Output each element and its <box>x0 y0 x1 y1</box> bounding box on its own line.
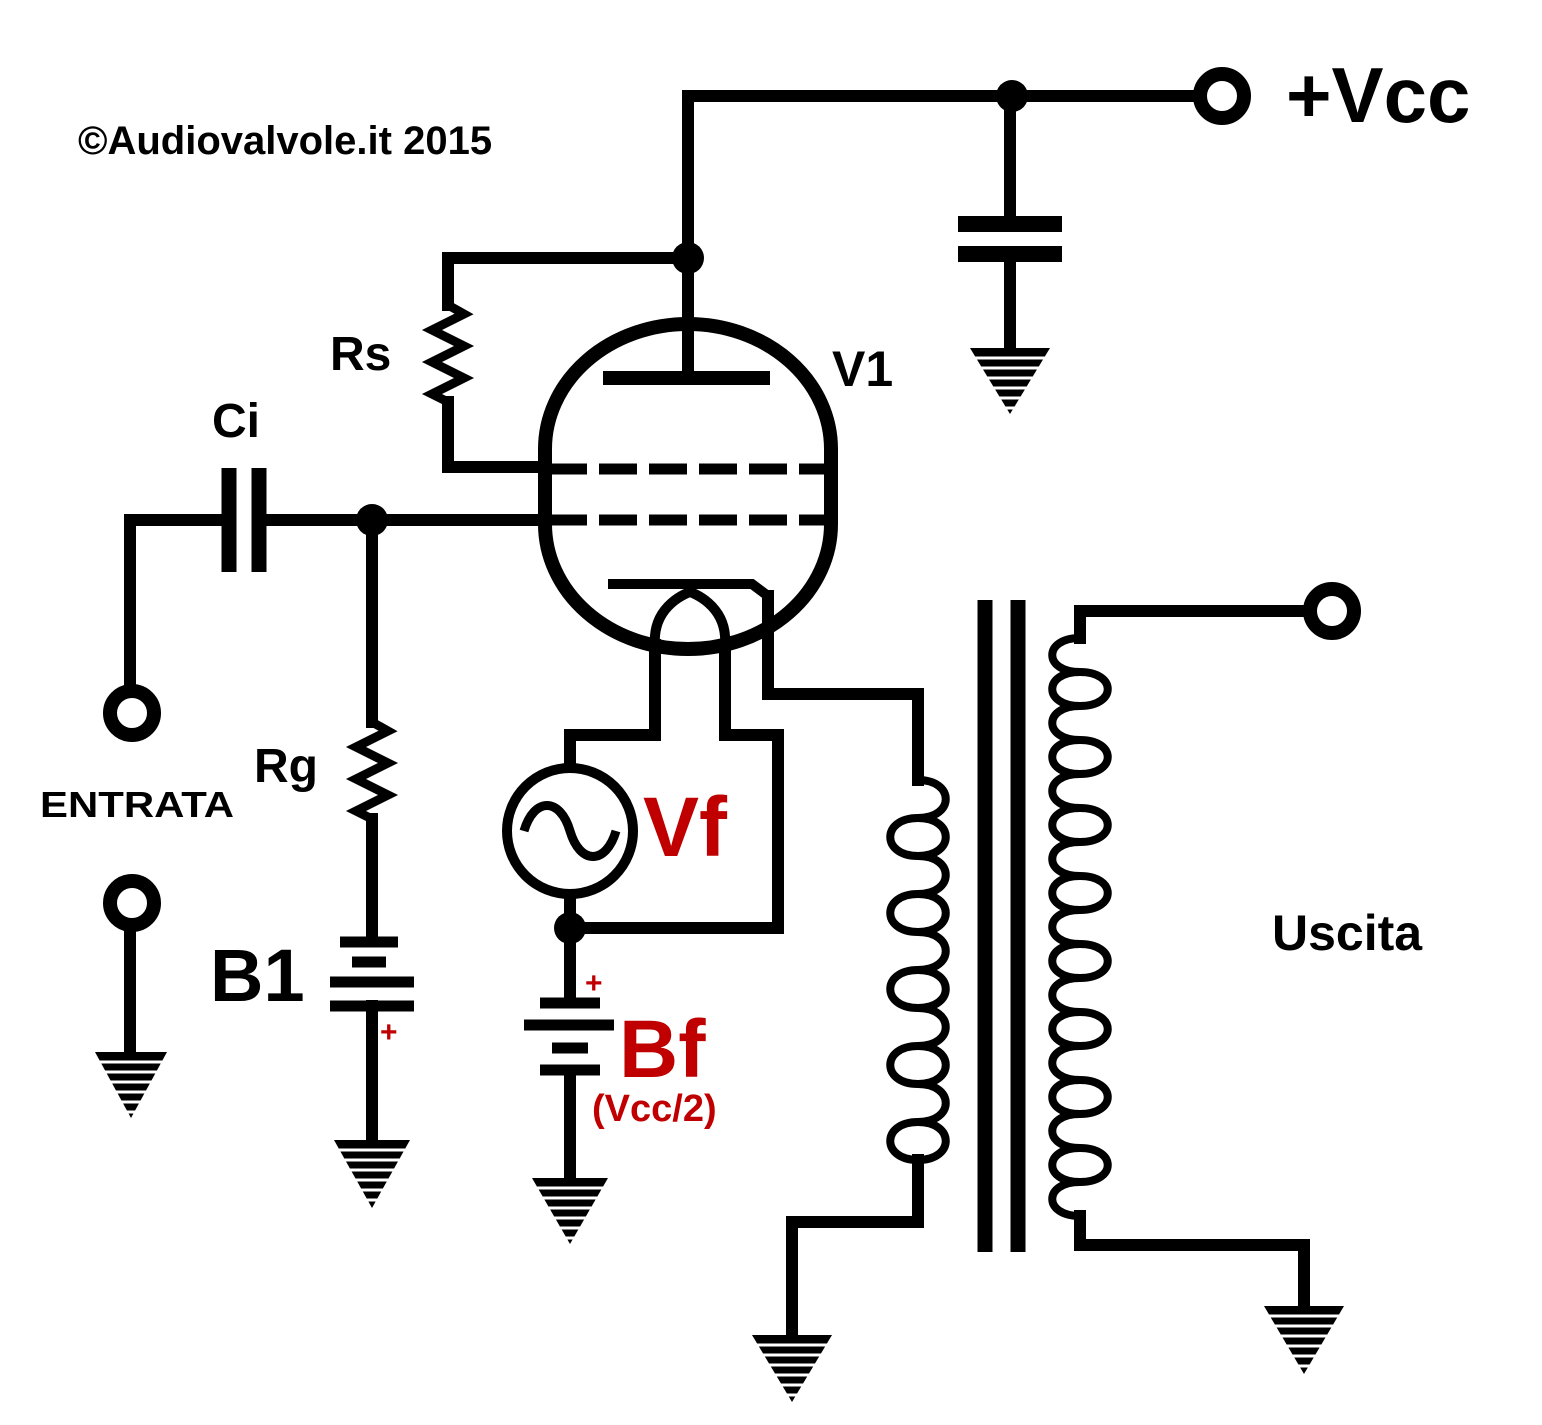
ground-symbol-bf <box>532 1178 608 1244</box>
input-terminal-hot[interactable] <box>103 684 161 742</box>
v1-label: V1 <box>832 341 893 397</box>
vcc-terminal[interactable] <box>1193 67 1251 125</box>
vacuum-tube-v1 <box>538 317 838 656</box>
ground-symbol-input <box>95 1052 167 1118</box>
rg-label: Rg <box>254 740 318 793</box>
output-label: Uscita <box>1272 905 1423 961</box>
ac-source-vf <box>502 763 638 899</box>
output-terminal[interactable] <box>1303 582 1361 640</box>
heater-junction-dot <box>554 912 586 944</box>
screen-resistor-rs <box>421 252 694 473</box>
battery-bf <box>524 997 614 1076</box>
input-wiring <box>124 514 551 728</box>
input-terminal-ground[interactable] <box>103 874 161 932</box>
supply-junction-dot <box>996 80 1028 112</box>
transformer-core <box>977 600 1026 1252</box>
ground-symbol-secondary <box>1264 1306 1344 1374</box>
ground-symbol-primary <box>752 1335 832 1402</box>
grid-resistor-rg <box>345 718 399 946</box>
grid-junction-dot <box>356 504 388 536</box>
bypass-capacitor <box>958 216 1062 262</box>
cathode-wiring <box>762 590 924 786</box>
bf-label: Bf <box>619 1004 706 1095</box>
ground-symbol-capacitor <box>970 348 1050 414</box>
coupling-capacitor-ci <box>221 468 267 572</box>
copyright-text: ©Audiovalvole.it 2015 <box>78 119 492 163</box>
transformer-primary-winding <box>786 776 950 1341</box>
b1-label: B1 <box>210 934 305 1017</box>
bf-plus-sign: + <box>585 967 603 1000</box>
supply-rail <box>682 90 1206 356</box>
input-label: ENTRATA <box>40 784 234 825</box>
vcc-label: +Vcc <box>1286 51 1470 139</box>
ground-symbol-b1 <box>334 1140 410 1208</box>
rs-label: Rs <box>330 328 391 381</box>
vf-label: Vf <box>643 780 728 874</box>
battery-b1 <box>330 936 414 1146</box>
ci-label: Ci <box>212 395 260 448</box>
transformer-secondary-winding <box>1048 605 1316 1312</box>
bf-value-label: (Vcc/2) <box>592 1088 717 1130</box>
b1-plus-sign: + <box>380 1016 398 1049</box>
